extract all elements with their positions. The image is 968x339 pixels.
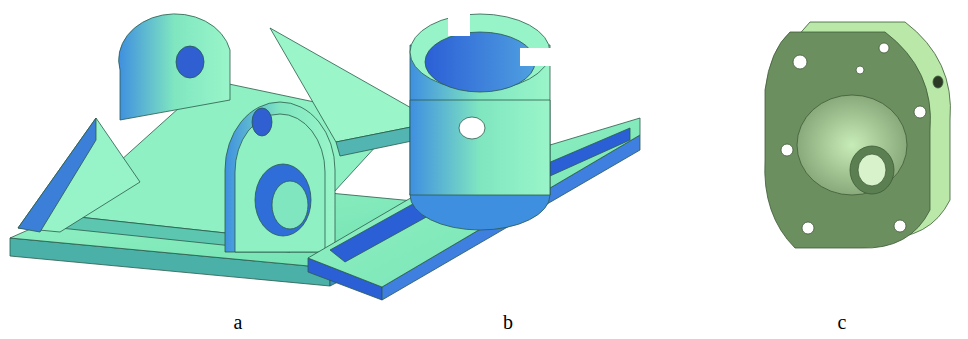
- part-c: [765, 22, 951, 248]
- figure-label: a: [234, 312, 243, 332]
- figure-label: c: [838, 312, 847, 332]
- part-b: [308, 12, 640, 300]
- figure-label: b: [503, 312, 513, 332]
